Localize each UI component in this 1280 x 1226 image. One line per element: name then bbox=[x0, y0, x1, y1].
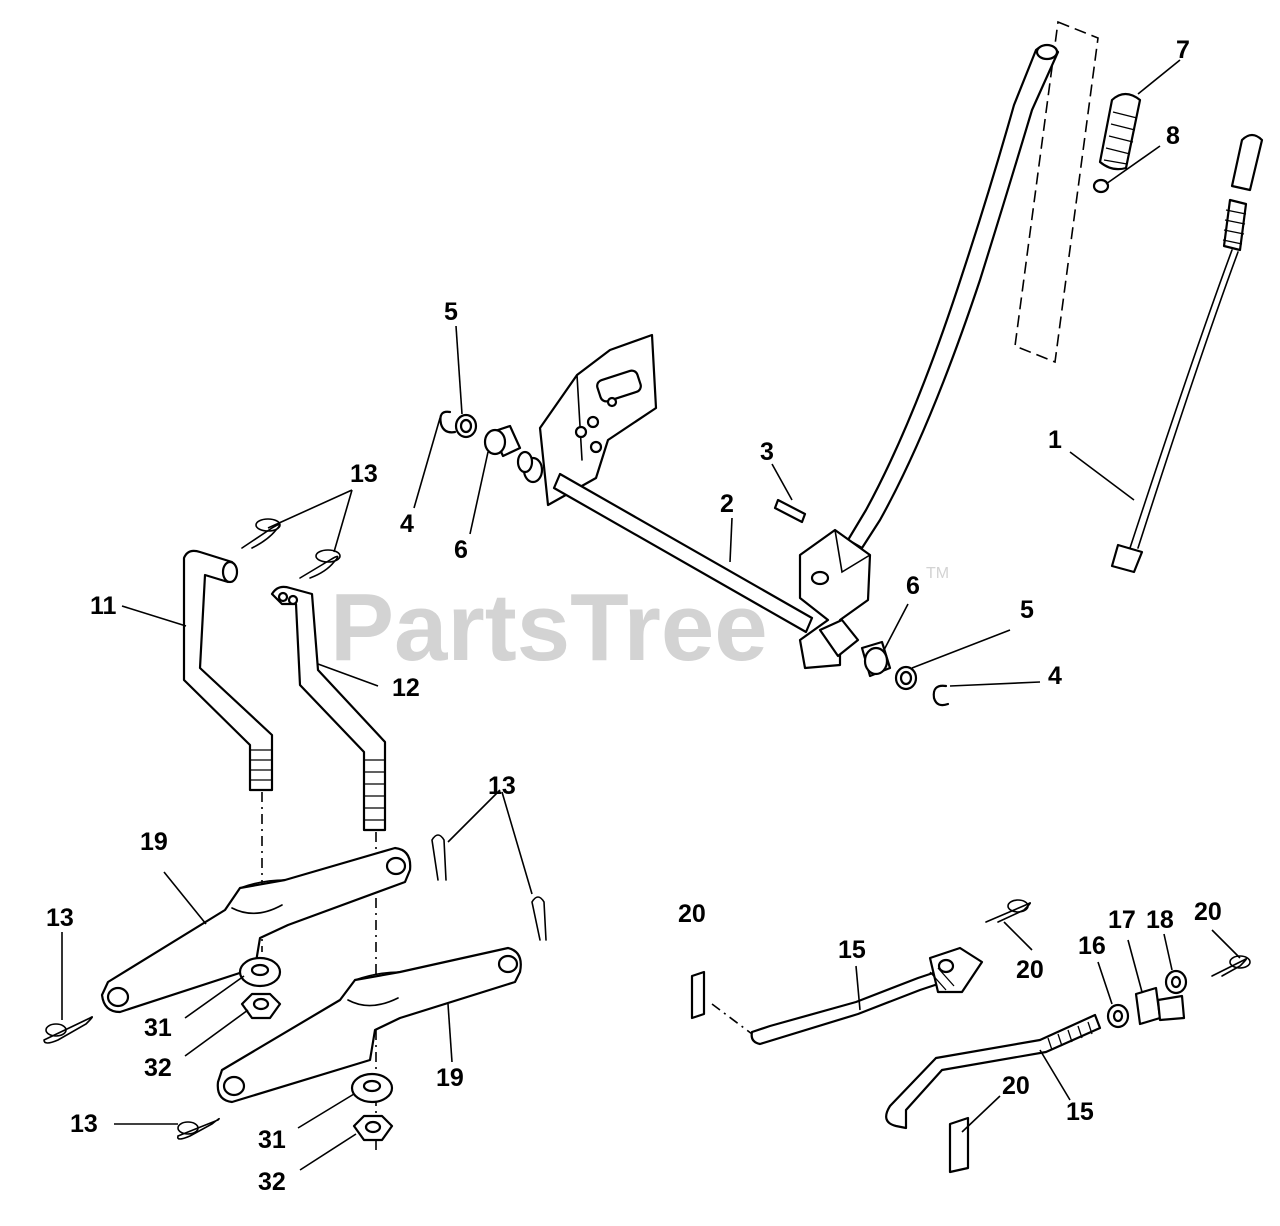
lift-spring-rod[interactable] bbox=[1110, 133, 1264, 574]
label-part-20-left: 20 bbox=[678, 900, 706, 928]
adjusting-rod-upper[interactable] bbox=[750, 946, 984, 1046]
label-part-5-right: 5 bbox=[1020, 596, 1034, 624]
label-part-6-right: 6 bbox=[906, 572, 920, 600]
adjuster-block[interactable] bbox=[1134, 986, 1186, 1026]
ferrule[interactable] bbox=[1164, 969, 1188, 995]
label-part-13-upper: 13 bbox=[350, 460, 378, 488]
label-part-20-bottom: 20 bbox=[1002, 1072, 1030, 1100]
hair-pin-rod-a[interactable] bbox=[985, 899, 1032, 923]
shaft-collar-right bbox=[818, 618, 860, 658]
label-part-31-lower: 31 bbox=[258, 1126, 286, 1154]
adjusting-rod-lower[interactable] bbox=[885, 1013, 1102, 1130]
label-part-13-mid: 13 bbox=[488, 772, 516, 800]
clip-bottom[interactable] bbox=[948, 1116, 970, 1174]
label-part-4-right: 4 bbox=[1048, 662, 1062, 690]
label-part-13-bottom: 13 bbox=[70, 1110, 98, 1138]
label-part-17: 17 bbox=[1108, 906, 1136, 934]
watermark-trademark: TM bbox=[926, 565, 949, 582]
label-part-15-lower: 15 bbox=[1066, 1098, 1094, 1126]
label-part-18: 18 bbox=[1146, 906, 1174, 934]
watermark-text: PartsTree bbox=[330, 574, 768, 681]
label-part-11: 11 bbox=[90, 592, 117, 620]
washer-right[interactable] bbox=[894, 665, 918, 691]
hair-pin-bottom[interactable] bbox=[176, 1117, 220, 1140]
lift-arm-upper[interactable] bbox=[100, 846, 412, 1014]
lift-arm-lower[interactable] bbox=[216, 946, 522, 1104]
label-part-20-right: 20 bbox=[1194, 898, 1222, 926]
roll-pin[interactable] bbox=[773, 498, 807, 524]
label-part-19-upper: 19 bbox=[140, 828, 168, 856]
washer-nut-lower[interactable] bbox=[350, 1072, 394, 1104]
label-part-13-left: 13 bbox=[46, 904, 74, 932]
label-part-19-lower: 19 bbox=[436, 1064, 464, 1092]
label-part-15-upper: 15 bbox=[838, 936, 866, 964]
hair-pin-left[interactable] bbox=[43, 1016, 94, 1044]
lift-shaft[interactable] bbox=[516, 450, 814, 634]
label-part-7: 7 bbox=[1176, 36, 1190, 64]
lock-nut-lower[interactable] bbox=[352, 1114, 394, 1142]
grip-cap[interactable] bbox=[1092, 178, 1110, 194]
label-part-12: 12 bbox=[392, 674, 420, 702]
hair-pin-mid-a[interactable] bbox=[431, 834, 447, 881]
leader-lines bbox=[61, 59, 1241, 1171]
hair-pin-upper-b[interactable] bbox=[299, 549, 341, 579]
hair-pin-mid-b[interactable] bbox=[531, 896, 547, 941]
handle-grip-outline bbox=[1014, 20, 1099, 364]
hair-pin-rod-b[interactable] bbox=[1211, 955, 1251, 977]
lift-handle[interactable] bbox=[798, 43, 1060, 670]
e-ring-right[interactable] bbox=[932, 684, 950, 707]
washer-nut-upper[interactable] bbox=[238, 956, 282, 988]
label-part-2: 2 bbox=[720, 490, 734, 518]
bushing-right[interactable] bbox=[860, 640, 892, 678]
lock-nut-upper[interactable] bbox=[240, 992, 282, 1020]
label-part-1: 1 bbox=[1048, 426, 1062, 454]
label-part-4-left: 4 bbox=[400, 510, 414, 538]
label-part-32-lower: 32 bbox=[258, 1168, 286, 1196]
mounting-plate bbox=[538, 333, 658, 507]
label-part-31-upper: 31 bbox=[144, 1014, 172, 1042]
lift-link-left[interactable] bbox=[182, 549, 274, 792]
label-part-16: 16 bbox=[1078, 932, 1106, 960]
handle-grip[interactable] bbox=[1098, 92, 1142, 171]
nut-adjuster[interactable] bbox=[1106, 1003, 1130, 1029]
label-part-32-upper: 32 bbox=[144, 1054, 172, 1082]
label-part-5-left: 5 bbox=[444, 298, 458, 326]
lift-link-right[interactable] bbox=[270, 585, 387, 832]
label-part-20-mid: 20 bbox=[1016, 956, 1044, 984]
label-part-3: 3 bbox=[760, 438, 774, 466]
bushing-left[interactable] bbox=[483, 424, 522, 458]
e-ring-left[interactable] bbox=[439, 410, 457, 434]
hair-pin-upper-a[interactable] bbox=[241, 518, 281, 549]
clip-left[interactable] bbox=[690, 970, 706, 1020]
washer-left[interactable] bbox=[454, 413, 478, 439]
label-part-6-left: 6 bbox=[454, 536, 468, 564]
label-part-8: 8 bbox=[1166, 122, 1180, 150]
centerline-rod bbox=[711, 1003, 753, 1035]
